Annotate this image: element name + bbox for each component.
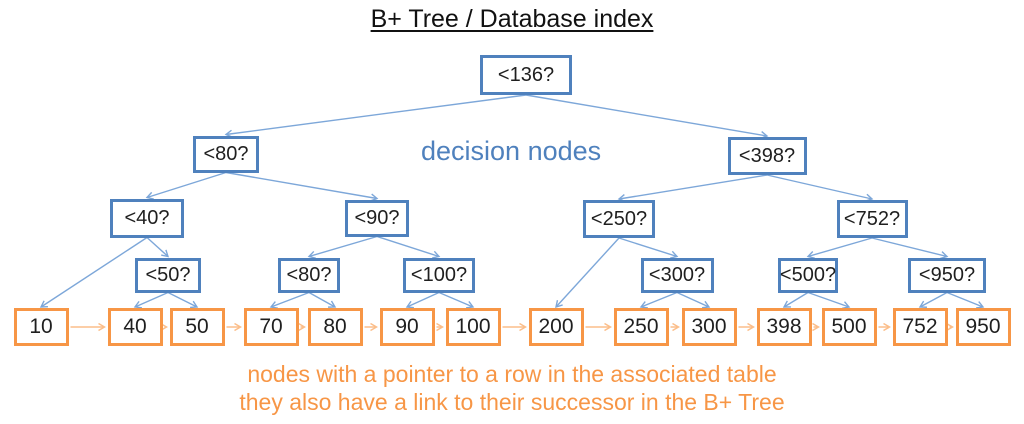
tree-edge-n300-l300 — [676, 291, 711, 309]
leaf-node-90: 90 — [379, 308, 435, 346]
tree-edge-n100-l90 — [405, 291, 440, 309]
tree-edge-n300-l250 — [639, 291, 678, 309]
decision-node-40: <40? — [110, 198, 184, 238]
decision-node-250: <250? — [583, 200, 655, 238]
tree-edge-n250-l200 — [555, 237, 620, 309]
decision-node-90: <90? — [345, 199, 409, 237]
decision-nodes-label: decision nodes — [421, 136, 602, 166]
decision-node-752: <752? — [836, 200, 908, 238]
tree-edge-n250-n300 — [618, 237, 679, 259]
tree-edge-n136-n80a — [224, 94, 527, 138]
tree-edge-n40-n50 — [146, 236, 170, 258]
leaf-node-300: 300 — [681, 308, 737, 346]
leaf-node-398: 398 — [756, 308, 812, 346]
leaf-node-80: 80 — [307, 308, 363, 346]
tree-edge-n100-l100 — [438, 291, 475, 309]
decision-node-136: <136? — [480, 55, 572, 95]
page-title: B+ Tree / Database index — [370, 5, 654, 33]
tree-edge-n40-l10 — [39, 236, 148, 308]
tree-edge-n90-n80b — [307, 235, 378, 259]
tree-edge-n950-l752 — [918, 291, 948, 308]
leaf-caption-line-1: nodes with a pointer to a row in the ass… — [247, 361, 777, 387]
tree-edge-n80b-l80 — [308, 291, 337, 308]
decision-node-80b: <80? — [278, 257, 340, 293]
decision-node-50: <50? — [135, 257, 201, 293]
tree-edge-n752-n500 — [806, 237, 873, 259]
leaf-node-500: 500 — [821, 308, 877, 346]
leaf-node-950: 950 — [955, 308, 1011, 346]
tree-edge-n500-l500 — [807, 291, 851, 309]
tree-edge-n50-l50 — [167, 291, 199, 309]
leaf-node-200: 200 — [528, 308, 584, 346]
tree-edge-n80b-l70 — [269, 291, 310, 309]
decision-node-950: <950? — [908, 257, 986, 293]
decision-node-100: <100? — [403, 257, 475, 293]
tree-edge-n136-n398 — [525, 94, 769, 140]
decision-node-500: <500? — [778, 257, 838, 293]
leaf-caption-line-2: they also have a link to their successor… — [239, 389, 785, 415]
leaf-node-100: 100 — [445, 308, 501, 346]
leaf-node-50: 50 — [169, 308, 225, 346]
tree-edge-n398-n752 — [766, 174, 874, 202]
tree-edge-n398-n250 — [617, 174, 768, 203]
tree-edge-n80a-n90 — [225, 171, 379, 202]
leaf-node-10: 10 — [13, 308, 69, 346]
leaf-node-250: 250 — [613, 308, 669, 346]
decision-node-398: <398? — [727, 137, 807, 175]
tree-edge-n950-l950 — [946, 291, 985, 309]
leaf-node-70: 70 — [243, 308, 299, 346]
tree-edge-n752-n950 — [871, 237, 949, 260]
tree-edge-n500-l398 — [782, 291, 809, 308]
decision-node-80a: <80? — [193, 135, 259, 173]
tree-edge-n50-l40 — [133, 291, 169, 309]
leaf-node-40: 40 — [107, 308, 163, 346]
tree-edge-n90-n100 — [376, 235, 441, 259]
tree-edge-n80a-n40 — [145, 171, 227, 200]
leaf-node-752: 752 — [892, 308, 948, 346]
decision-node-300: <300? — [640, 257, 714, 293]
